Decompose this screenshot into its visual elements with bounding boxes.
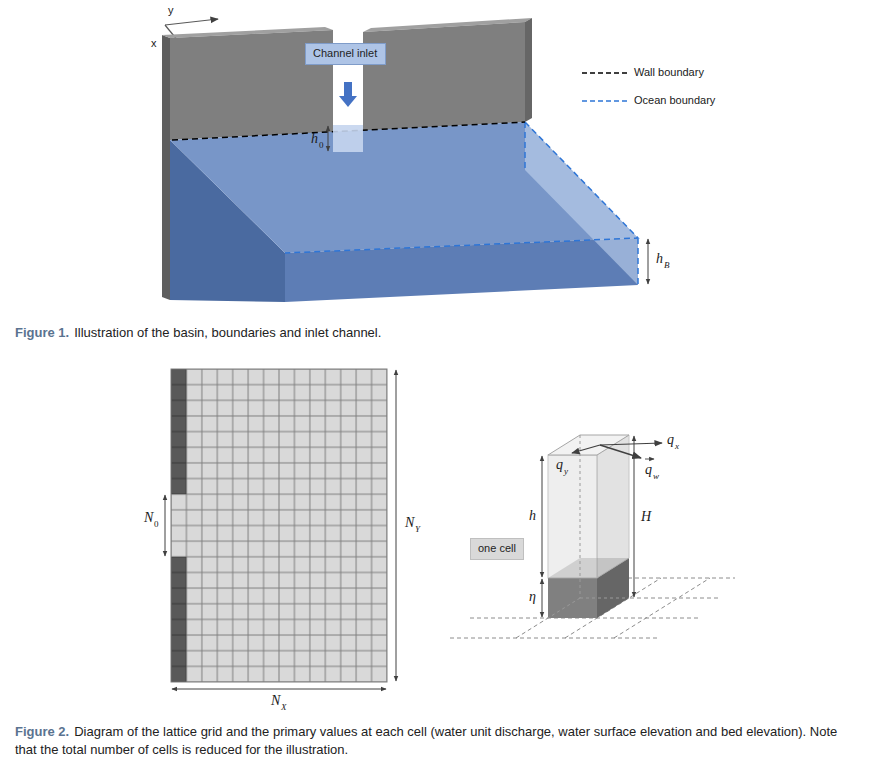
dimension-arrow (396, 370, 397, 681)
dimension-arrow (542, 456, 543, 577)
discharge-arrow (600, 445, 641, 458)
caption-text: Diagram of the lattice grid and the prim… (15, 724, 837, 757)
figure-number: Figure 1. (15, 325, 69, 340)
legend-label: Ocean boundary (634, 95, 715, 106)
axis-label: x (151, 38, 157, 49)
dimension-arrow (328, 126, 329, 151)
figure-caption: Figure 2.Diagram of the lattice grid and… (15, 723, 860, 759)
symbol-label: q (556, 458, 563, 472)
legend-line (582, 100, 628, 102)
inflow-arrow (344, 82, 352, 96)
symbol-label: h (311, 132, 318, 146)
symbol-label: q (667, 433, 674, 447)
subscript: B (664, 261, 670, 270)
bed-front (548, 578, 597, 618)
symbol-label: N (144, 511, 153, 525)
symbol-label: h (656, 252, 663, 266)
grid-border (171, 369, 387, 682)
box-label: one cell (478, 542, 516, 555)
subscript: y (564, 467, 568, 476)
label-box: Channel inlet (305, 43, 386, 65)
symbol-label: q (645, 463, 652, 477)
hidden-edge (548, 435, 629, 618)
symbol-label: η (529, 590, 536, 604)
wall-cells (171, 557, 186, 682)
inflow-arrow (339, 96, 357, 107)
subscript: 0 (319, 141, 324, 150)
label-box: one cell (470, 538, 524, 560)
legend-label: Wall boundary (634, 67, 704, 78)
wall-side (162, 35, 170, 300)
subscript: w (653, 472, 659, 481)
axis-arrow (165, 19, 218, 25)
water-front (285, 238, 638, 302)
channel-water (333, 125, 363, 152)
symbol-label: N (271, 694, 280, 708)
water-column-side (597, 435, 629, 578)
discharge-arrow (600, 443, 662, 445)
water-side-translucent (525, 122, 638, 285)
subscript: Y (415, 525, 420, 534)
figure-number: Figure 2. (15, 724, 69, 739)
dimension-arrow (165, 495, 166, 556)
wall-side (525, 18, 532, 122)
grid-cells (171, 369, 387, 682)
dimension-arrow (172, 689, 386, 690)
water-column-front (548, 455, 597, 578)
symbol-label: N (405, 516, 414, 530)
base-grid (450, 578, 735, 638)
symbol-label: h (529, 509, 536, 523)
box-label: Channel inlet (313, 47, 378, 60)
dimension-arrow (648, 239, 649, 284)
vector-accent (645, 459, 654, 460)
dimension-arrow (634, 436, 635, 597)
wall-cells (171, 369, 186, 494)
subscript: x (675, 442, 679, 451)
basin-illustration (162, 18, 648, 302)
lattice-grid (165, 369, 396, 689)
caption-text: Illustration of the basin, boundaries an… (74, 325, 381, 340)
subscript: X (281, 703, 287, 712)
subscript: 0 (154, 520, 159, 529)
symbol-label: H (641, 510, 651, 524)
wall-front (363, 22, 525, 131)
ocean-boundary-line (285, 122, 638, 285)
dimension-arrow (542, 579, 543, 617)
discharge-arrow (572, 445, 600, 453)
cell-illustration (450, 435, 735, 638)
axis-label: y (168, 5, 174, 16)
legend-line (582, 72, 628, 74)
figure-caption: Figure 1. Illustration of the basin, boun… (15, 324, 855, 342)
base-grid (450, 638, 660, 639)
